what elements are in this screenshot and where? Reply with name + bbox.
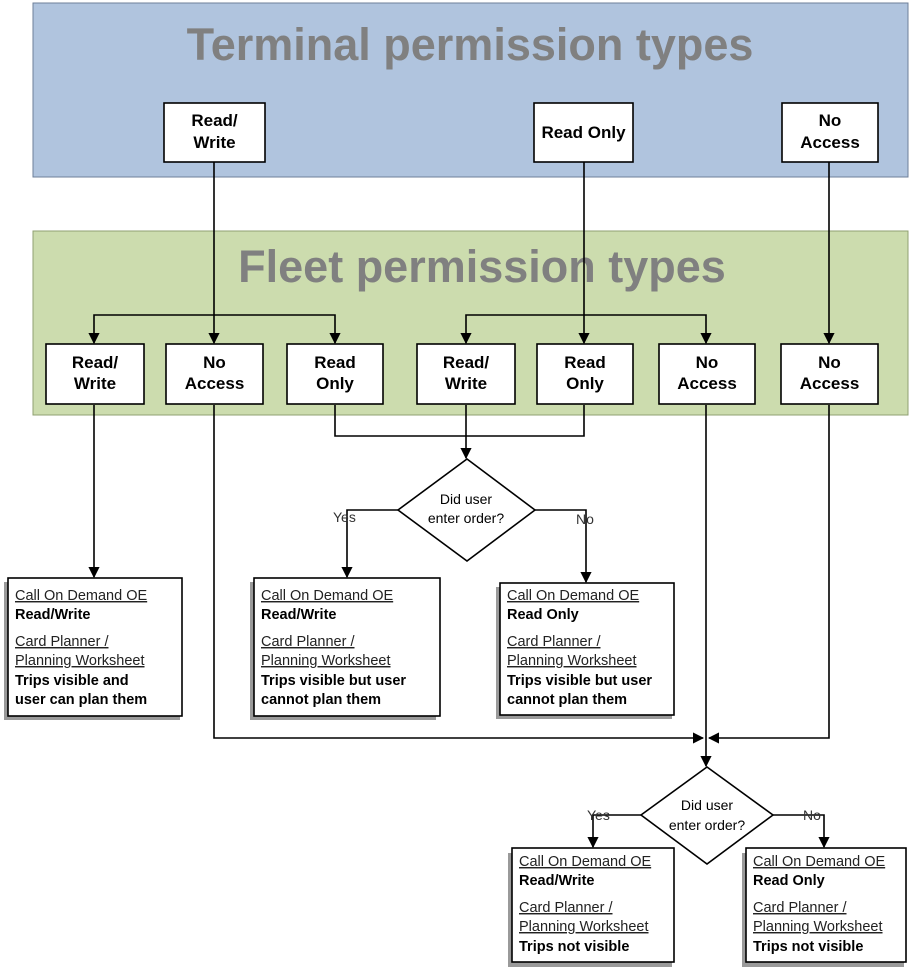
- svg-text:Read Only: Read Only: [541, 123, 626, 142]
- result-box-4: Call On Demand OE Read/Write Card Planne…: [508, 847, 675, 967]
- svg-text:Trips not visible: Trips not visible: [519, 939, 629, 955]
- svg-text:Read Only: Read Only: [507, 607, 579, 623]
- terminal-box-read-write: Read/Write: [163, 102, 266, 163]
- fleet-band-title: Fleet permission types: [238, 241, 726, 292]
- result-box-5: Call On Demand OE Read Only Card Planner…: [742, 847, 907, 967]
- svg-text:Read/Write: Read/Write: [191, 111, 238, 152]
- svg-text:Read/Write: Read/Write: [15, 607, 90, 623]
- svg-text:Call On Demand OE: Call On Demand OE: [753, 854, 885, 870]
- svg-text:Card Planner /Planning Workshe: Card Planner /Planning Worksheet: [507, 634, 637, 669]
- decision1-yes-label: Yes: [333, 509, 356, 525]
- terminal-band-title: Terminal permission types: [187, 19, 754, 70]
- connectors: [88, 162, 835, 849]
- result-box-2: Call On Demand OE Read/Write Card Planne…: [250, 577, 441, 720]
- svg-text:Call On Demand OE: Call On Demand OE: [261, 588, 393, 604]
- fleet-box-read-write-1: Read/Write: [45, 343, 145, 405]
- svg-text:Call On Demand OE: Call On Demand OE: [15, 588, 147, 604]
- svg-text:Read/Write: Read/Write: [519, 873, 594, 889]
- svg-text:Card Planner /Planning Workshe: Card Planner /Planning Worksheet: [15, 634, 145, 669]
- decision1-no-label: No: [576, 511, 594, 527]
- svg-text:Trips not visible: Trips not visible: [753, 939, 863, 955]
- result-box-3: Call On Demand OE Read Only Card Planner…: [496, 582, 675, 719]
- decision2-yes-label: Yes: [587, 807, 610, 823]
- svg-text:Call On Demand OE: Call On Demand OE: [507, 588, 639, 604]
- terminal-box-read-only: Read Only: [533, 102, 634, 163]
- svg-text:Read/Write: Read/Write: [72, 353, 119, 393]
- decision2-no-label: No: [803, 807, 821, 823]
- svg-text:Read Only: Read Only: [753, 873, 825, 889]
- svg-text:Read/Write: Read/Write: [261, 607, 336, 623]
- svg-text:Card Planner /Planning Workshe: Card Planner /Planning Worksheet: [519, 900, 649, 935]
- svg-text:Read/Write: Read/Write: [443, 353, 490, 393]
- svg-text:Call On Demand OE: Call On Demand OE: [519, 854, 651, 870]
- fleet-box-read-write-2: Read/Write: [416, 343, 516, 405]
- result-box-1: Call On Demand OE Read/Write Card Planne…: [4, 577, 183, 720]
- svg-text:Card Planner /Planning Workshe: Card Planner /Planning Worksheet: [261, 634, 391, 669]
- svg-text:Card Planner /Planning Workshe: Card Planner /Planning Worksheet: [753, 900, 883, 935]
